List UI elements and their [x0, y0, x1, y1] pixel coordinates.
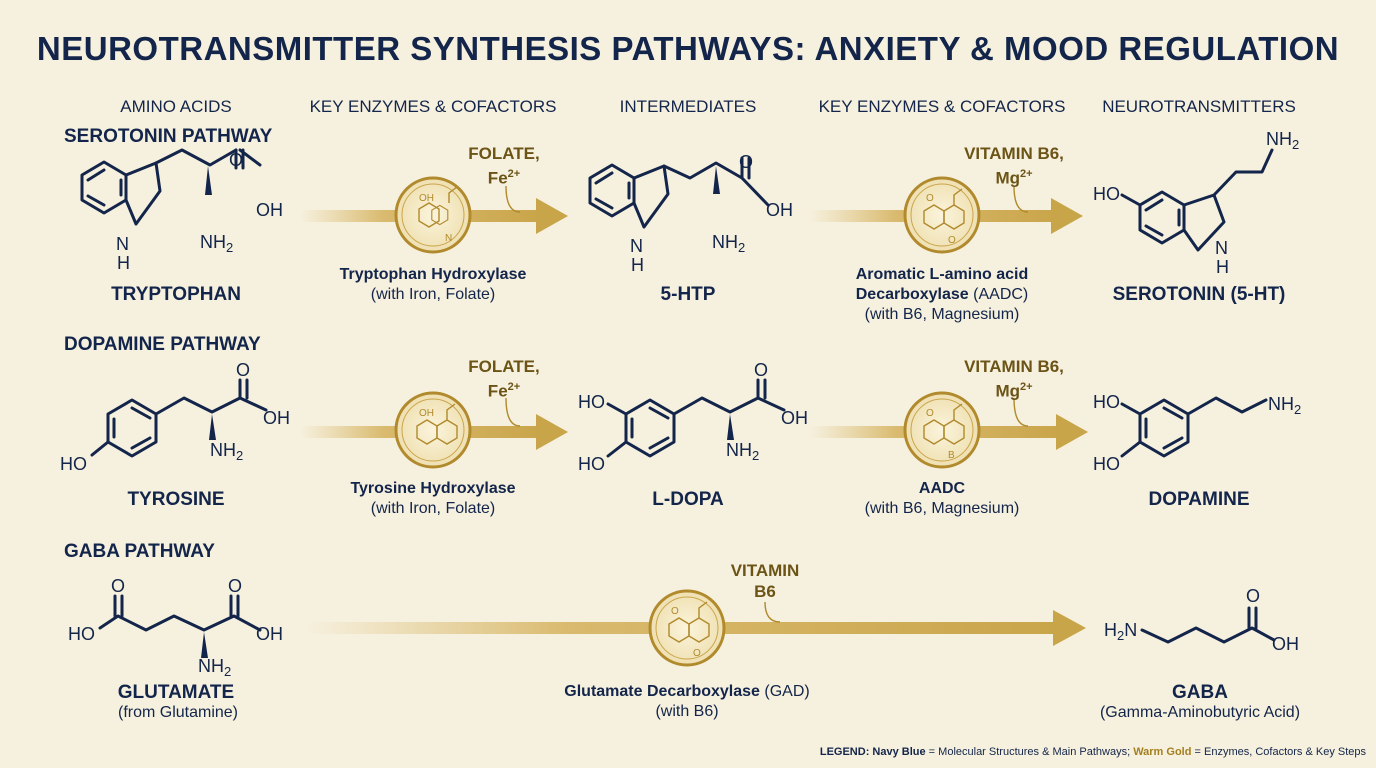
- svg-text:OH: OH: [263, 408, 290, 428]
- cofactor-b6-gaba: VITAMIN B6: [730, 561, 800, 601]
- cofactor-b6-mg-serotonin: VITAMIN B6, Mg2+: [964, 144, 1064, 188]
- enzyme-label-tyrosine-hydroxylase: Tyrosine Hydroxylase (with Iron, Folate): [350, 480, 516, 517]
- svg-text:O: O: [926, 193, 934, 204]
- svg-text:H: H: [117, 253, 130, 273]
- column-header-neurotransmitters: NEUROTRANSMITTERS: [1102, 97, 1296, 116]
- cofactor-folate-iron-serotonin: FOLATE, Fe2+: [468, 144, 540, 188]
- svg-text:OH: OH: [766, 200, 793, 220]
- enzyme-icon-aadc-dopamine: O B: [903, 391, 981, 469]
- svg-text:H2N: H2N: [1104, 620, 1137, 643]
- svg-text:H: H: [631, 255, 644, 275]
- tyrosine-label: TYROSINE: [127, 489, 225, 510]
- column-header-enzymes-2: KEY ENZYMES & COFACTORS: [818, 97, 1066, 116]
- enzyme-label-gad: Glutamate Decarboxylase (GAD) (with B6): [564, 683, 810, 720]
- svg-text:OH: OH: [1272, 634, 1299, 654]
- svg-text:N: N: [1215, 238, 1228, 258]
- ldopa-label: L-DOPA: [652, 489, 724, 510]
- glutamate-sublabel: (from Glutamine): [117, 704, 239, 721]
- column-header-enzymes-1: KEY ENZYMES & COFACTORS: [309, 97, 557, 116]
- svg-text:O: O: [671, 606, 679, 617]
- tryptophan-label: TRYPTOPHAN: [111, 284, 241, 305]
- enzyme-icon-tyrosine-hydroxylase: OH: [394, 391, 472, 469]
- svg-text:HO: HO: [1093, 392, 1120, 412]
- svg-text:O: O: [236, 360, 250, 380]
- legend: LEGEND: Navy Blue = Molecular Structures…: [819, 746, 1366, 758]
- svg-text:O: O: [693, 648, 701, 659]
- 5htp-label: 5-HTP: [660, 284, 716, 305]
- cofactor-hook: [505, 185, 521, 213]
- enzyme-icon-glutamate-decarboxylase: O O: [648, 589, 726, 667]
- svg-text:O: O: [1246, 586, 1260, 606]
- svg-text:N: N: [445, 233, 452, 244]
- enzyme-label-aadc-dopamine: AADC (with B6, Magnesium): [864, 480, 1020, 517]
- gaba-structure: O H2N OH: [1104, 586, 1299, 654]
- cofactor-hook: [1013, 397, 1029, 427]
- serotonin-pathway-label: SEROTONIN PATHWAY: [64, 126, 273, 147]
- tryptophan-structure: O OH NH2 N H: [80, 148, 283, 273]
- tyrosine-structure: O OH NH2 HO: [60, 360, 290, 474]
- svg-text:NH2: NH2: [726, 440, 759, 463]
- cofactor-hook: [764, 601, 781, 623]
- svg-text:OH: OH: [419, 408, 434, 419]
- glutamate-structure: O O HO OH NH2: [68, 576, 283, 679]
- svg-text:O: O: [926, 408, 934, 419]
- svg-text:O: O: [739, 152, 753, 172]
- serotonin-structure: HO NH2 N H: [1093, 129, 1299, 277]
- svg-text:HO: HO: [578, 454, 605, 474]
- glutamate-label: GLUTAMATE: [117, 682, 235, 703]
- svg-text:NH2: NH2: [712, 232, 745, 255]
- svg-text:OH: OH: [781, 408, 808, 428]
- svg-text:OH: OH: [256, 624, 283, 644]
- serotonin-label: SEROTONIN (5-HT): [1112, 284, 1286, 305]
- column-header-intermediates: INTERMEDIATES: [619, 97, 757, 116]
- svg-text:HO: HO: [68, 624, 95, 644]
- cofactor-b6-mg-dopamine: VITAMIN B6, Mg2+: [964, 357, 1064, 401]
- enzyme-icon-tryptophan-hydroxylase: OH N: [394, 176, 472, 254]
- ldopa-structure: O OH NH2 HO HO: [578, 360, 808, 474]
- svg-text:N: N: [116, 234, 129, 254]
- svg-text:OH: OH: [419, 193, 434, 204]
- svg-text:NH2: NH2: [210, 440, 243, 463]
- svg-text:H: H: [1216, 257, 1229, 277]
- cofactor-folate-iron-dopamine: FOLATE, Fe2+: [468, 357, 540, 401]
- gaba-pathway-label: GABA PATHWAY: [64, 541, 215, 562]
- svg-text:N: N: [630, 236, 643, 256]
- svg-text:HO: HO: [1093, 454, 1120, 474]
- gaba-sublabel: (Gamma-Aminobutyric Acid): [1099, 704, 1301, 721]
- svg-text:O: O: [111, 576, 125, 596]
- svg-text:O: O: [228, 576, 242, 596]
- cofactor-hook: [1013, 185, 1029, 213]
- svg-text:O: O: [229, 150, 243, 170]
- svg-text:O: O: [754, 360, 768, 380]
- cofactor-hook: [505, 397, 521, 427]
- svg-text:OH: OH: [256, 200, 283, 220]
- dopamine-label: DOPAMINE: [1148, 489, 1250, 510]
- enzyme-label-tryptophan-hydroxylase: Tryptophan Hydroxylase (with Iron, Folat…: [339, 266, 527, 303]
- dopamine-pathway-label: DOPAMINE PATHWAY: [64, 334, 261, 355]
- 5htp-structure: O OH NH2 N H: [588, 152, 793, 275]
- svg-text:NH2: NH2: [1268, 394, 1301, 417]
- enzyme-label-aadc: Aromatic L-amino acid Decarboxylase (AAD…: [855, 266, 1029, 323]
- page-title: NEUROTRANSMITTER SYNTHESIS PATHWAYS: ANX…: [36, 30, 1340, 67]
- svg-text:O: O: [948, 235, 956, 246]
- dopamine-structure: HO HO NH2: [1093, 392, 1301, 474]
- svg-text:NH2: NH2: [198, 656, 231, 679]
- svg-text:HO: HO: [60, 454, 87, 474]
- svg-text:NH2: NH2: [1266, 129, 1299, 152]
- svg-text:NH2: NH2: [200, 232, 233, 255]
- column-header-amino-acids: AMINO ACIDS: [120, 97, 232, 116]
- svg-text:HO: HO: [578, 392, 605, 412]
- gaba-label: GABA: [1172, 682, 1228, 703]
- svg-text:HO: HO: [1093, 184, 1120, 204]
- svg-text:B: B: [948, 450, 955, 461]
- enzyme-icon-aadc: O O: [903, 176, 981, 254]
